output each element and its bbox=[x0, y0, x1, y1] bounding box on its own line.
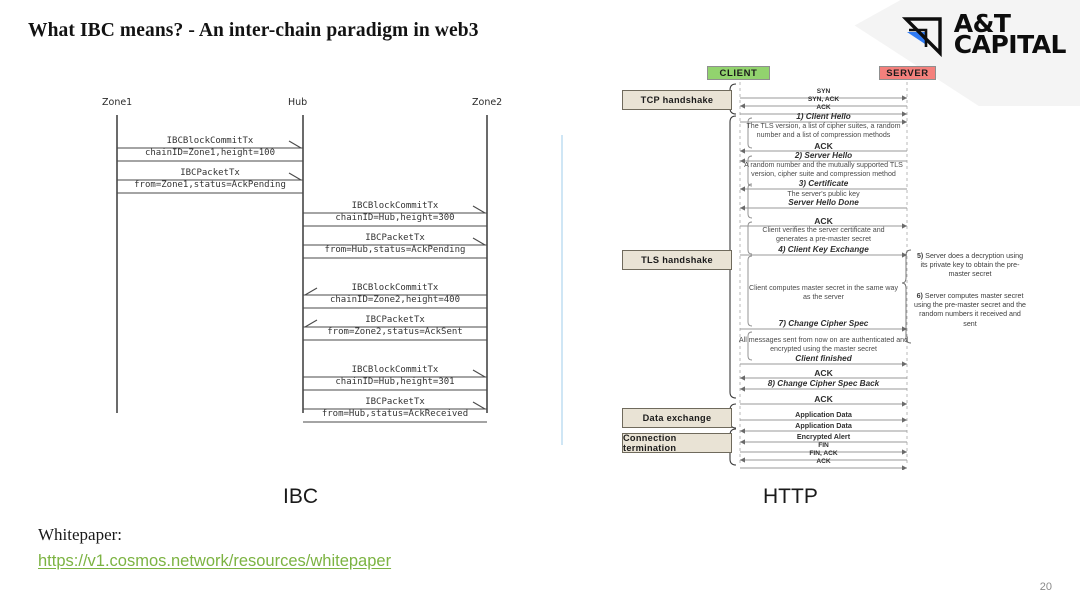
ibc-message: IBCPacketTx from=Hub,status=AckPending bbox=[303, 233, 487, 256]
ibc-message: IBCPacketTx from=Zone2,status=AckSent bbox=[303, 315, 487, 338]
http-event-label: 1) Client Hello bbox=[796, 112, 851, 121]
http-diagram-lines bbox=[724, 82, 912, 471]
ibc-message: IBCBlockCommitTx chainID=Hub,height=301 bbox=[303, 365, 487, 388]
http-side-note-number: 6) bbox=[916, 292, 923, 300]
ibc-lifeline-label-zone1: Zone1 bbox=[102, 97, 133, 108]
http-side-note: 6) Server computes master secret using t… bbox=[914, 292, 1026, 329]
http-note: The TLS version, a list of cipher suites… bbox=[746, 122, 901, 139]
ibc-lifeline-label-hub: Hub bbox=[288, 97, 308, 108]
column-divider bbox=[561, 135, 563, 445]
ibc-message-name: IBCBlockCommitTx bbox=[351, 283, 439, 293]
http-stage-label: TCP handshake bbox=[622, 90, 732, 110]
caption-ibc: IBC bbox=[283, 485, 319, 508]
client-party-badge: CLIENT bbox=[707, 66, 770, 80]
ibc-message-name: IBCPacketTx bbox=[365, 315, 425, 325]
triangle-arrow-logo-icon bbox=[899, 10, 947, 58]
http-event-label: Server Hello Done bbox=[788, 198, 859, 207]
http-stage-label: TLS handshake bbox=[622, 250, 732, 270]
http-note: All messages sent from now on are authen… bbox=[738, 336, 909, 353]
http-side-note-text: Server computes master secret using the … bbox=[914, 292, 1026, 328]
http-event-label: FIN bbox=[818, 442, 829, 449]
http-event-label: ACK bbox=[814, 368, 833, 378]
http-note: Client verifies the server certificate a… bbox=[762, 226, 885, 243]
ibc-message-name: IBCPacketTx bbox=[365, 397, 425, 407]
brand-line-2: CAPITAL bbox=[953, 30, 1067, 59]
ibc-message-args: chainID=Hub,height=300 bbox=[335, 213, 455, 223]
http-note: A random number and the mutually support… bbox=[744, 161, 903, 178]
http-event-label: ACK bbox=[816, 458, 831, 465]
http-event-label: 8) Change Cipher Spec Back bbox=[767, 379, 880, 388]
http-event-label: SYN bbox=[816, 88, 831, 95]
http-side-note-text: Server does a decryption using its priva… bbox=[920, 252, 1024, 279]
http-side-note-number: 5) bbox=[916, 252, 924, 260]
http-event-label: Application Data bbox=[795, 410, 852, 419]
http-event-label: 4) Client Key Exchange bbox=[778, 245, 869, 254]
ibc-message: IBCBlockCommitTx chainID=Zone2,height=400 bbox=[303, 283, 487, 306]
http-event-label: Client finished bbox=[795, 354, 852, 363]
ibc-message: IBCPacketTx from=Hub,status=AckReceived bbox=[303, 397, 487, 420]
ibc-message-args: chainID=Zone2,height=400 bbox=[329, 295, 461, 305]
http-event-label: ACK bbox=[814, 394, 833, 404]
http-event-label: ACK bbox=[814, 141, 833, 151]
brand-logo: A&T CAPITAL bbox=[899, 9, 1067, 59]
server-party-badge: SERVER bbox=[879, 66, 936, 80]
http-event-label: 2) Server Hello bbox=[794, 151, 853, 160]
http-side-note: 5) Server does a decryption using its pr… bbox=[914, 252, 1026, 280]
ibc-diagram-lines bbox=[116, 115, 488, 423]
caption-http: HTTP bbox=[763, 485, 818, 508]
ibc-message: IBCPacketTx from=Zone1,status=AckPending bbox=[117, 168, 303, 191]
page-title: What IBC means? - An inter-chain paradig… bbox=[28, 20, 479, 41]
http-note: Client computes master secret in the sam… bbox=[748, 284, 899, 301]
http-event-label: ACK bbox=[814, 216, 833, 226]
http-event-label: 7) Change Cipher Spec bbox=[778, 319, 869, 328]
http-event-label: Application Data bbox=[795, 421, 852, 430]
ibc-message-name: IBCBlockCommitTx bbox=[351, 365, 439, 375]
ibc-lifeline-label-zone2: Zone2 bbox=[472, 97, 503, 108]
ibc-message-name: IBCPacketTx bbox=[180, 168, 240, 178]
whitepaper-label: Whitepaper: bbox=[38, 525, 123, 544]
http-event-label: Encrypted Alert bbox=[796, 432, 851, 441]
http-event-label: SYN, ACK bbox=[807, 96, 840, 103]
brand-wordmark: A&T CAPITAL bbox=[953, 9, 1067, 59]
http-event-label: 3) Certificate bbox=[798, 179, 849, 188]
http-event-label: ACK bbox=[816, 104, 831, 111]
ibc-message-name: IBCBlockCommitTx bbox=[351, 201, 439, 211]
ibc-message-args: chainID=Zone1,height=100 bbox=[144, 148, 276, 158]
ibc-message-args: from=Zone2,status=AckSent bbox=[327, 327, 463, 337]
brand-line-1: A&T bbox=[953, 9, 1011, 38]
ibc-message-args: from=Hub,status=AckPending bbox=[324, 245, 466, 255]
whitepaper-link[interactable]: https://v1.cosmos.network/resources/whit… bbox=[38, 552, 392, 570]
ibc-message-name: IBCBlockCommitTx bbox=[166, 136, 254, 146]
http-stage-label: Data exchange bbox=[622, 408, 732, 428]
page-number: 20 bbox=[1039, 581, 1052, 593]
ibc-message-name: IBCPacketTx bbox=[365, 233, 425, 243]
ibc-message-args: chainID=Hub,height=301 bbox=[335, 377, 455, 387]
ibc-message: IBCBlockCommitTx chainID=Zone1,height=100 bbox=[117, 136, 303, 159]
http-stage-label: Connection termination bbox=[622, 433, 732, 453]
ibc-message-args: from=Hub,status=AckReceived bbox=[321, 409, 469, 419]
ibc-message-args: from=Zone1,status=AckPending bbox=[134, 180, 286, 190]
ibc-message: IBCBlockCommitTx chainID=Hub,height=300 bbox=[303, 201, 487, 224]
http-note: The server's public key bbox=[787, 190, 860, 198]
http-event-label: FIN, ACK bbox=[809, 450, 838, 457]
